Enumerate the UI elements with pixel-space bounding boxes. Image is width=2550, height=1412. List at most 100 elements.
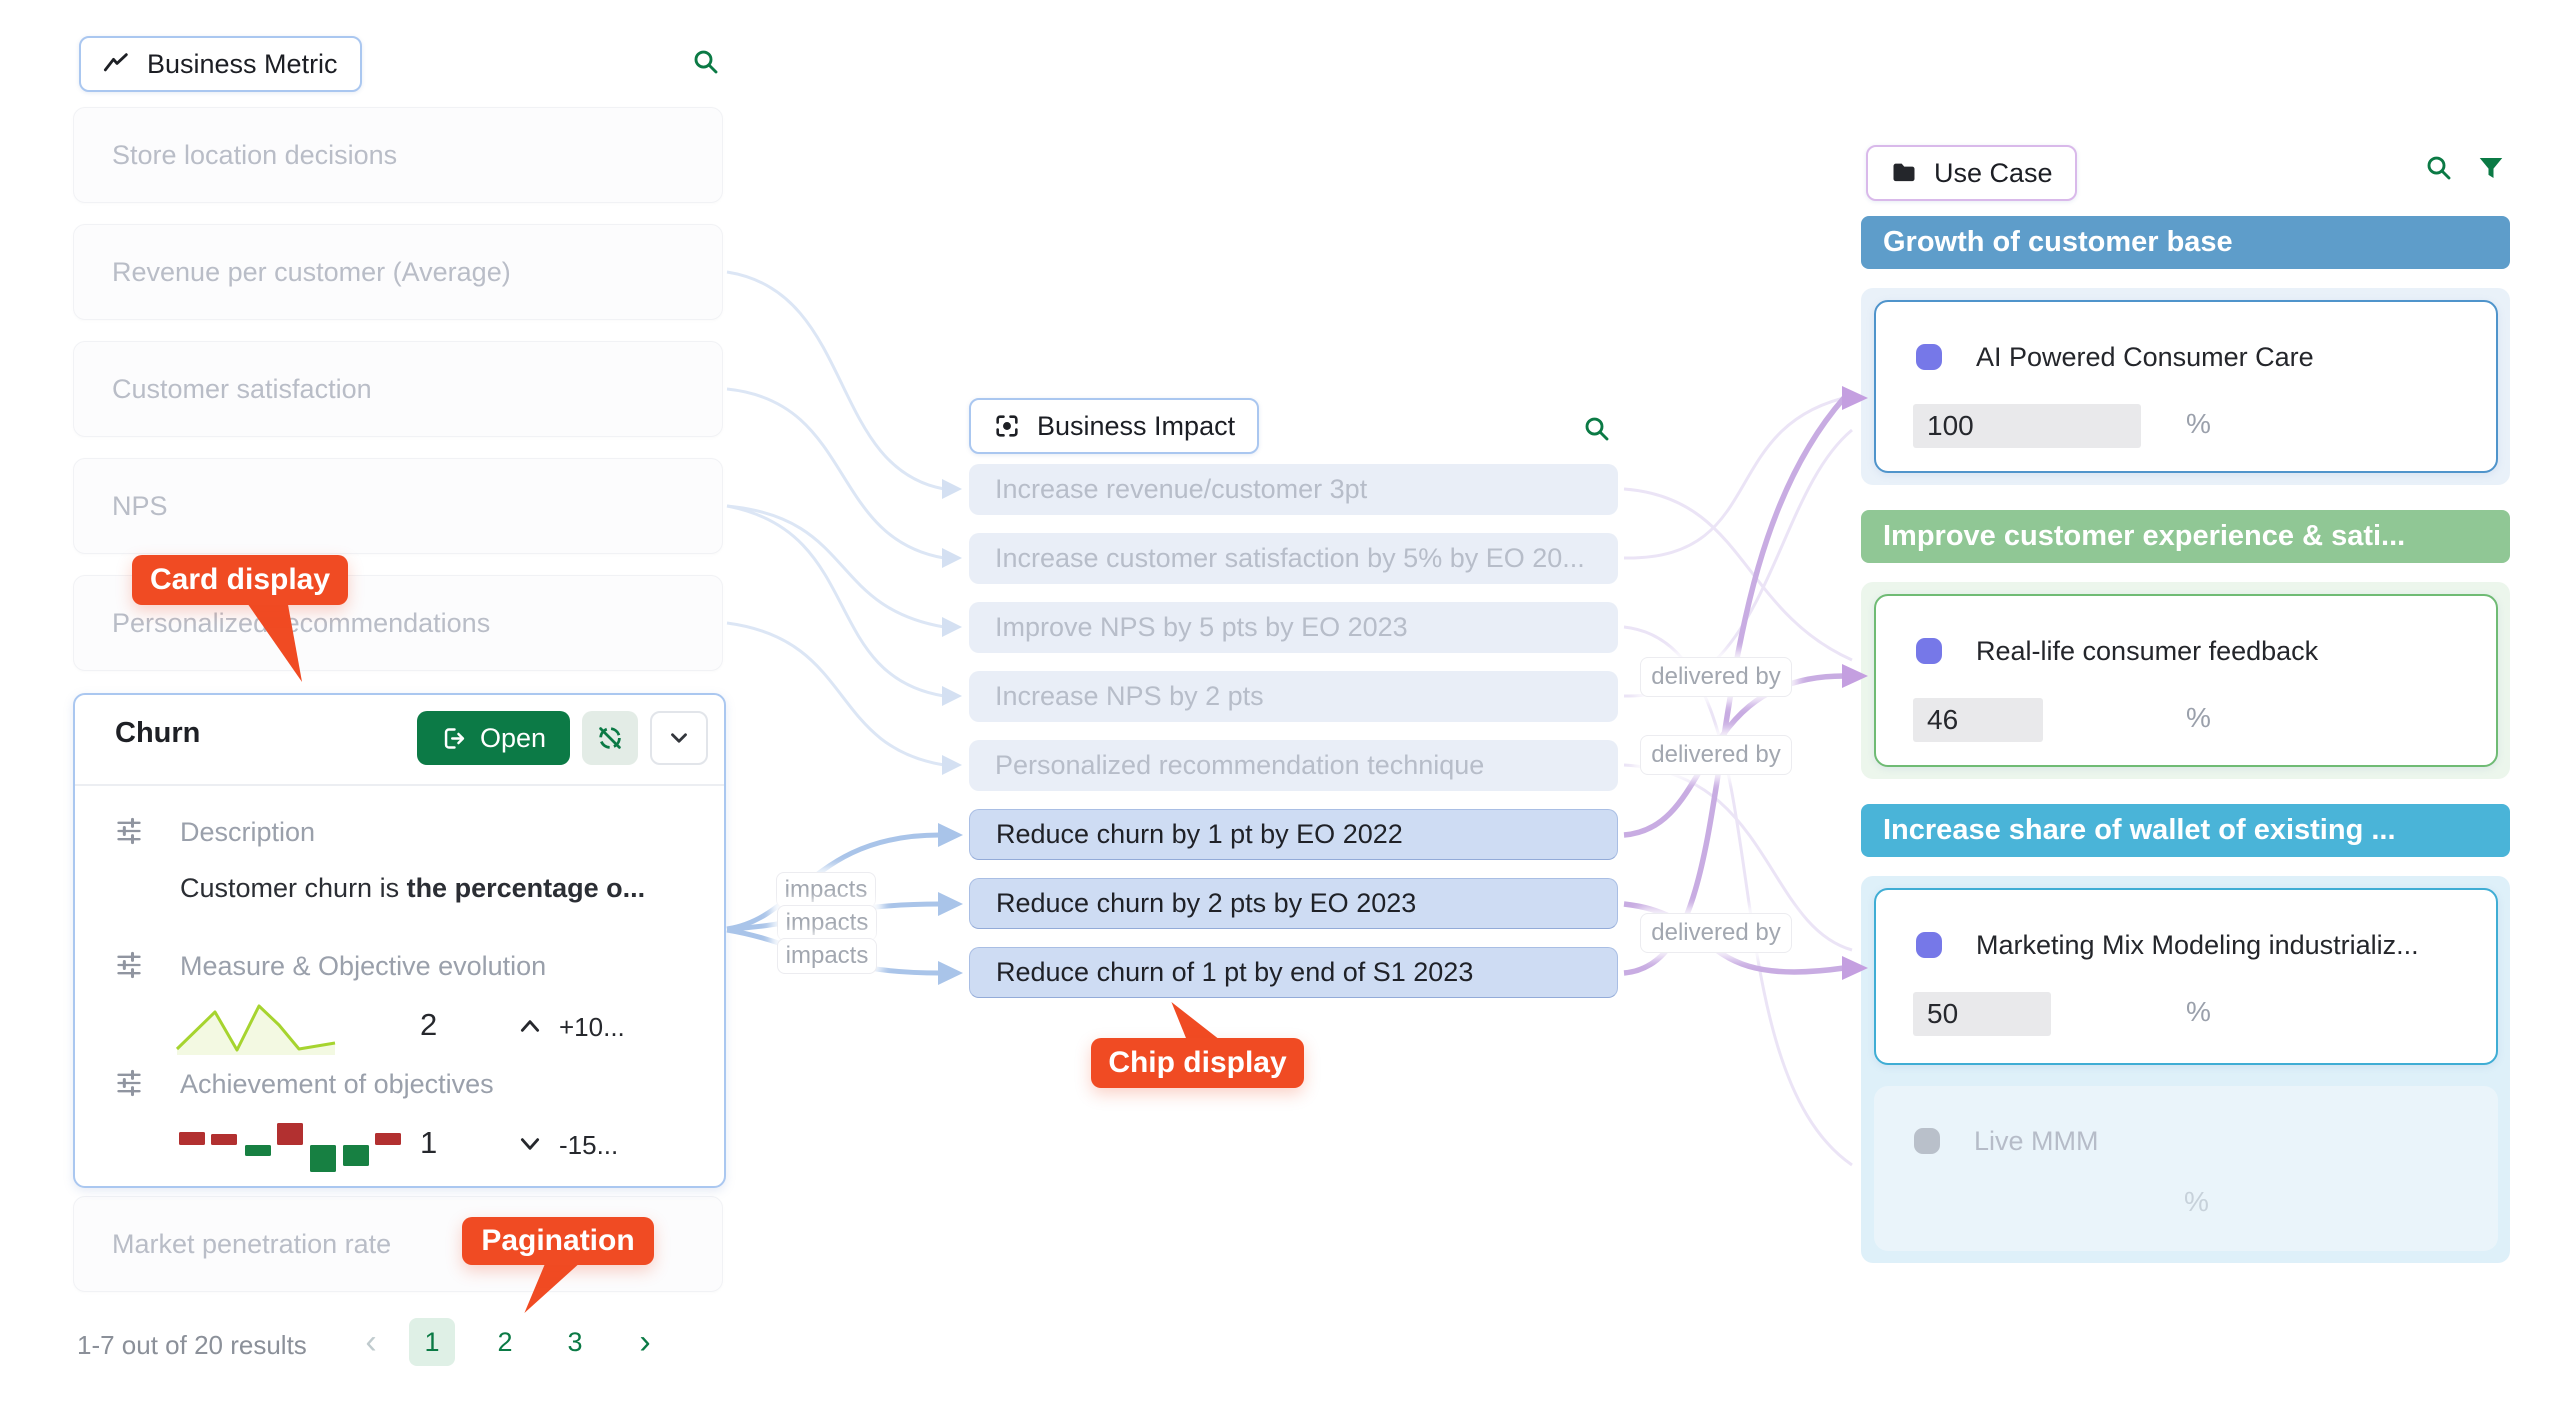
usecase-card-ai-powered-consumer-care[interactable]: AI Powered Consumer Care % — [1874, 300, 2498, 473]
sliders-icon — [117, 1069, 141, 1097]
chevron-down-icon — [671, 733, 687, 743]
business-impact-header[interactable]: Business Impact — [969, 398, 1260, 454]
usecase-card-live-mmm[interactable]: Live MMM % — [1874, 1086, 2498, 1251]
edge-label-impacts: impacts — [776, 872, 876, 908]
edge-label-delivered-by: delivered by — [1640, 735, 1792, 775]
divider — [75, 784, 724, 786]
metric-item-label: Customer satisfaction — [112, 373, 372, 404]
callout-pagination: Pagination — [462, 1217, 654, 1265]
usecase-dot — [1916, 932, 1942, 958]
sync-disabled-button[interactable] — [582, 711, 638, 765]
percent-unit-label: % — [2186, 996, 2211, 1027]
trend-icon — [103, 53, 128, 72]
usecase-dot — [1914, 1128, 1940, 1154]
measure-value: 2 — [420, 1007, 438, 1042]
usecase-section-header[interactable]: Improve customer experience & sati... — [1861, 510, 2510, 563]
business-impact-label: Business Impact — [1037, 410, 1236, 441]
edge-label-delivered-by: delivered by — [1640, 913, 1792, 953]
open-external-icon — [444, 727, 465, 749]
achievement-field-label: Achievement of objectives — [180, 1069, 494, 1099]
metric-search-button[interactable] — [691, 47, 721, 77]
percent-unit-label: % — [2186, 408, 2211, 439]
usecase-card-title: AI Powered Consumer Care — [1976, 342, 2314, 372]
metric-item-label: NPS — [112, 490, 168, 521]
usecase-section-header[interactable]: Growth of customer base — [1861, 216, 2510, 269]
search-icon — [1585, 417, 1609, 441]
usecase-search-button[interactable] — [2424, 153, 2454, 183]
callout-card-display: Card display — [132, 555, 348, 605]
business-metric-header[interactable]: Business Metric — [79, 36, 362, 92]
achievement-value: 1 — [420, 1125, 438, 1160]
pagination-page-3[interactable]: 3 — [567, 1326, 583, 1357]
metric-item[interactable]: Customer satisfaction — [73, 341, 723, 437]
achievement-delta: -15... — [559, 1130, 619, 1160]
impact-chip-active[interactable]: Reduce churn by 1 pt by EO 2022 — [969, 809, 1618, 860]
edge-label-delivered-by: delivered by — [1640, 657, 1792, 697]
metric-item-label: Personalized recommendations — [112, 607, 491, 638]
impact-chip-active[interactable]: Reduce churn of 1 pt by end of S1 2023 — [969, 947, 1618, 998]
usecase-card-real-life-consumer-feedback[interactable]: Real-life consumer feedback % — [1874, 594, 2498, 767]
impact-chip-active[interactable]: Reduce churn by 2 pts by EO 2023 — [969, 878, 1618, 929]
impact-chip[interactable]: Increase revenue/customer 3pt — [969, 464, 1618, 515]
description-value: Customer churn is the percentage o... — [180, 873, 646, 903]
metric-item[interactable]: NPS — [73, 458, 723, 554]
churn-card-actions: Open — [416, 711, 708, 765]
description-field-label: Description — [180, 817, 316, 847]
search-icon — [694, 50, 718, 74]
chevron-left-icon: ‹ — [365, 1323, 377, 1361]
sync-off-icon — [599, 727, 621, 749]
metric-item[interactable]: Store location decisions — [73, 107, 723, 203]
impact-search-button[interactable] — [1582, 414, 1612, 444]
metric-item[interactable]: Revenue per customer (Average) — [73, 224, 723, 320]
usecase-card-title: Real-life consumer feedback — [1976, 636, 2319, 666]
search-icon — [2427, 156, 2451, 180]
pagination-next-button[interactable]: › — [622, 1318, 668, 1366]
coverage-percent-input[interactable] — [1913, 992, 2051, 1036]
measure-delta: +10... — [559, 1012, 625, 1042]
achievement-bars — [179, 1123, 401, 1172]
filter-icon — [2479, 158, 2503, 178]
folder-icon — [1893, 163, 1915, 182]
edge-label-impacts: impacts — [777, 938, 877, 974]
open-button[interactable]: Open — [416, 711, 570, 765]
card-expand-button[interactable] — [650, 711, 708, 765]
usecase-section-header[interactable]: Increase share of wallet of existing ... — [1861, 804, 2510, 857]
coverage-percent-input[interactable] — [1913, 404, 2141, 448]
usecase-filter-button[interactable] — [2476, 153, 2506, 183]
use-case-header[interactable]: Use Case — [1866, 145, 2077, 201]
open-button-label: Open — [479, 722, 546, 753]
percent-unit-label: % — [2184, 1186, 2209, 1217]
use-case-label: Use Case — [1934, 157, 2053, 188]
measure-field-label: Measure & Objective evolution — [180, 951, 547, 981]
impact-chip[interactable]: Personalized recommendation technique — [969, 740, 1618, 791]
callout-tail — [1171, 1002, 1220, 1042]
usecase-dot — [1916, 344, 1942, 370]
pagination-page-2[interactable]: 2 — [497, 1326, 513, 1357]
callout-chip-display: Chip display — [1091, 1038, 1304, 1088]
impact-chip[interactable]: Improve NPS by 5 pts by EO 2023 — [969, 602, 1618, 653]
usecase-card-title: Marketing Mix Modeling industrializ... — [1976, 930, 2419, 960]
usecase-card-marketing-mix-modeling[interactable]: Marketing Mix Modeling industrializ... % — [1874, 888, 2498, 1065]
sliders-icon — [117, 817, 141, 845]
usecase-dot — [1916, 638, 1942, 664]
pagination-page-1[interactable]: 1 — [409, 1318, 455, 1366]
impact-chip[interactable]: Increase NPS by 2 pts — [969, 671, 1618, 722]
impact-chip[interactable]: Increase customer satisfaction by 5% by … — [969, 533, 1618, 584]
coverage-percent-input[interactable] — [1913, 698, 2043, 742]
metric-item-label: Market penetration rate — [112, 1228, 392, 1259]
usecase-card-title: Live MMM — [1974, 1126, 2099, 1156]
metric-item-label: Revenue per customer (Average) — [112, 256, 511, 287]
churn-card-title: Churn — [115, 717, 201, 749]
pagination-prev-button[interactable]: ‹ — [348, 1318, 394, 1366]
focus-target-icon — [996, 415, 1018, 437]
chevron-down-icon — [520, 1138, 540, 1150]
churn-metric-card[interactable]: Churn Open — [73, 693, 726, 1188]
chevron-up-icon — [520, 1020, 540, 1032]
chevron-right-icon: › — [639, 1323, 651, 1361]
business-metric-label: Business Metric — [147, 48, 338, 79]
edge-label-impacts: impacts — [777, 905, 877, 941]
percent-unit-label: % — [2186, 702, 2211, 733]
pagination-summary: 1-7 out of 20 results — [77, 1330, 307, 1360]
metric-item-label: Store location decisions — [112, 139, 398, 170]
